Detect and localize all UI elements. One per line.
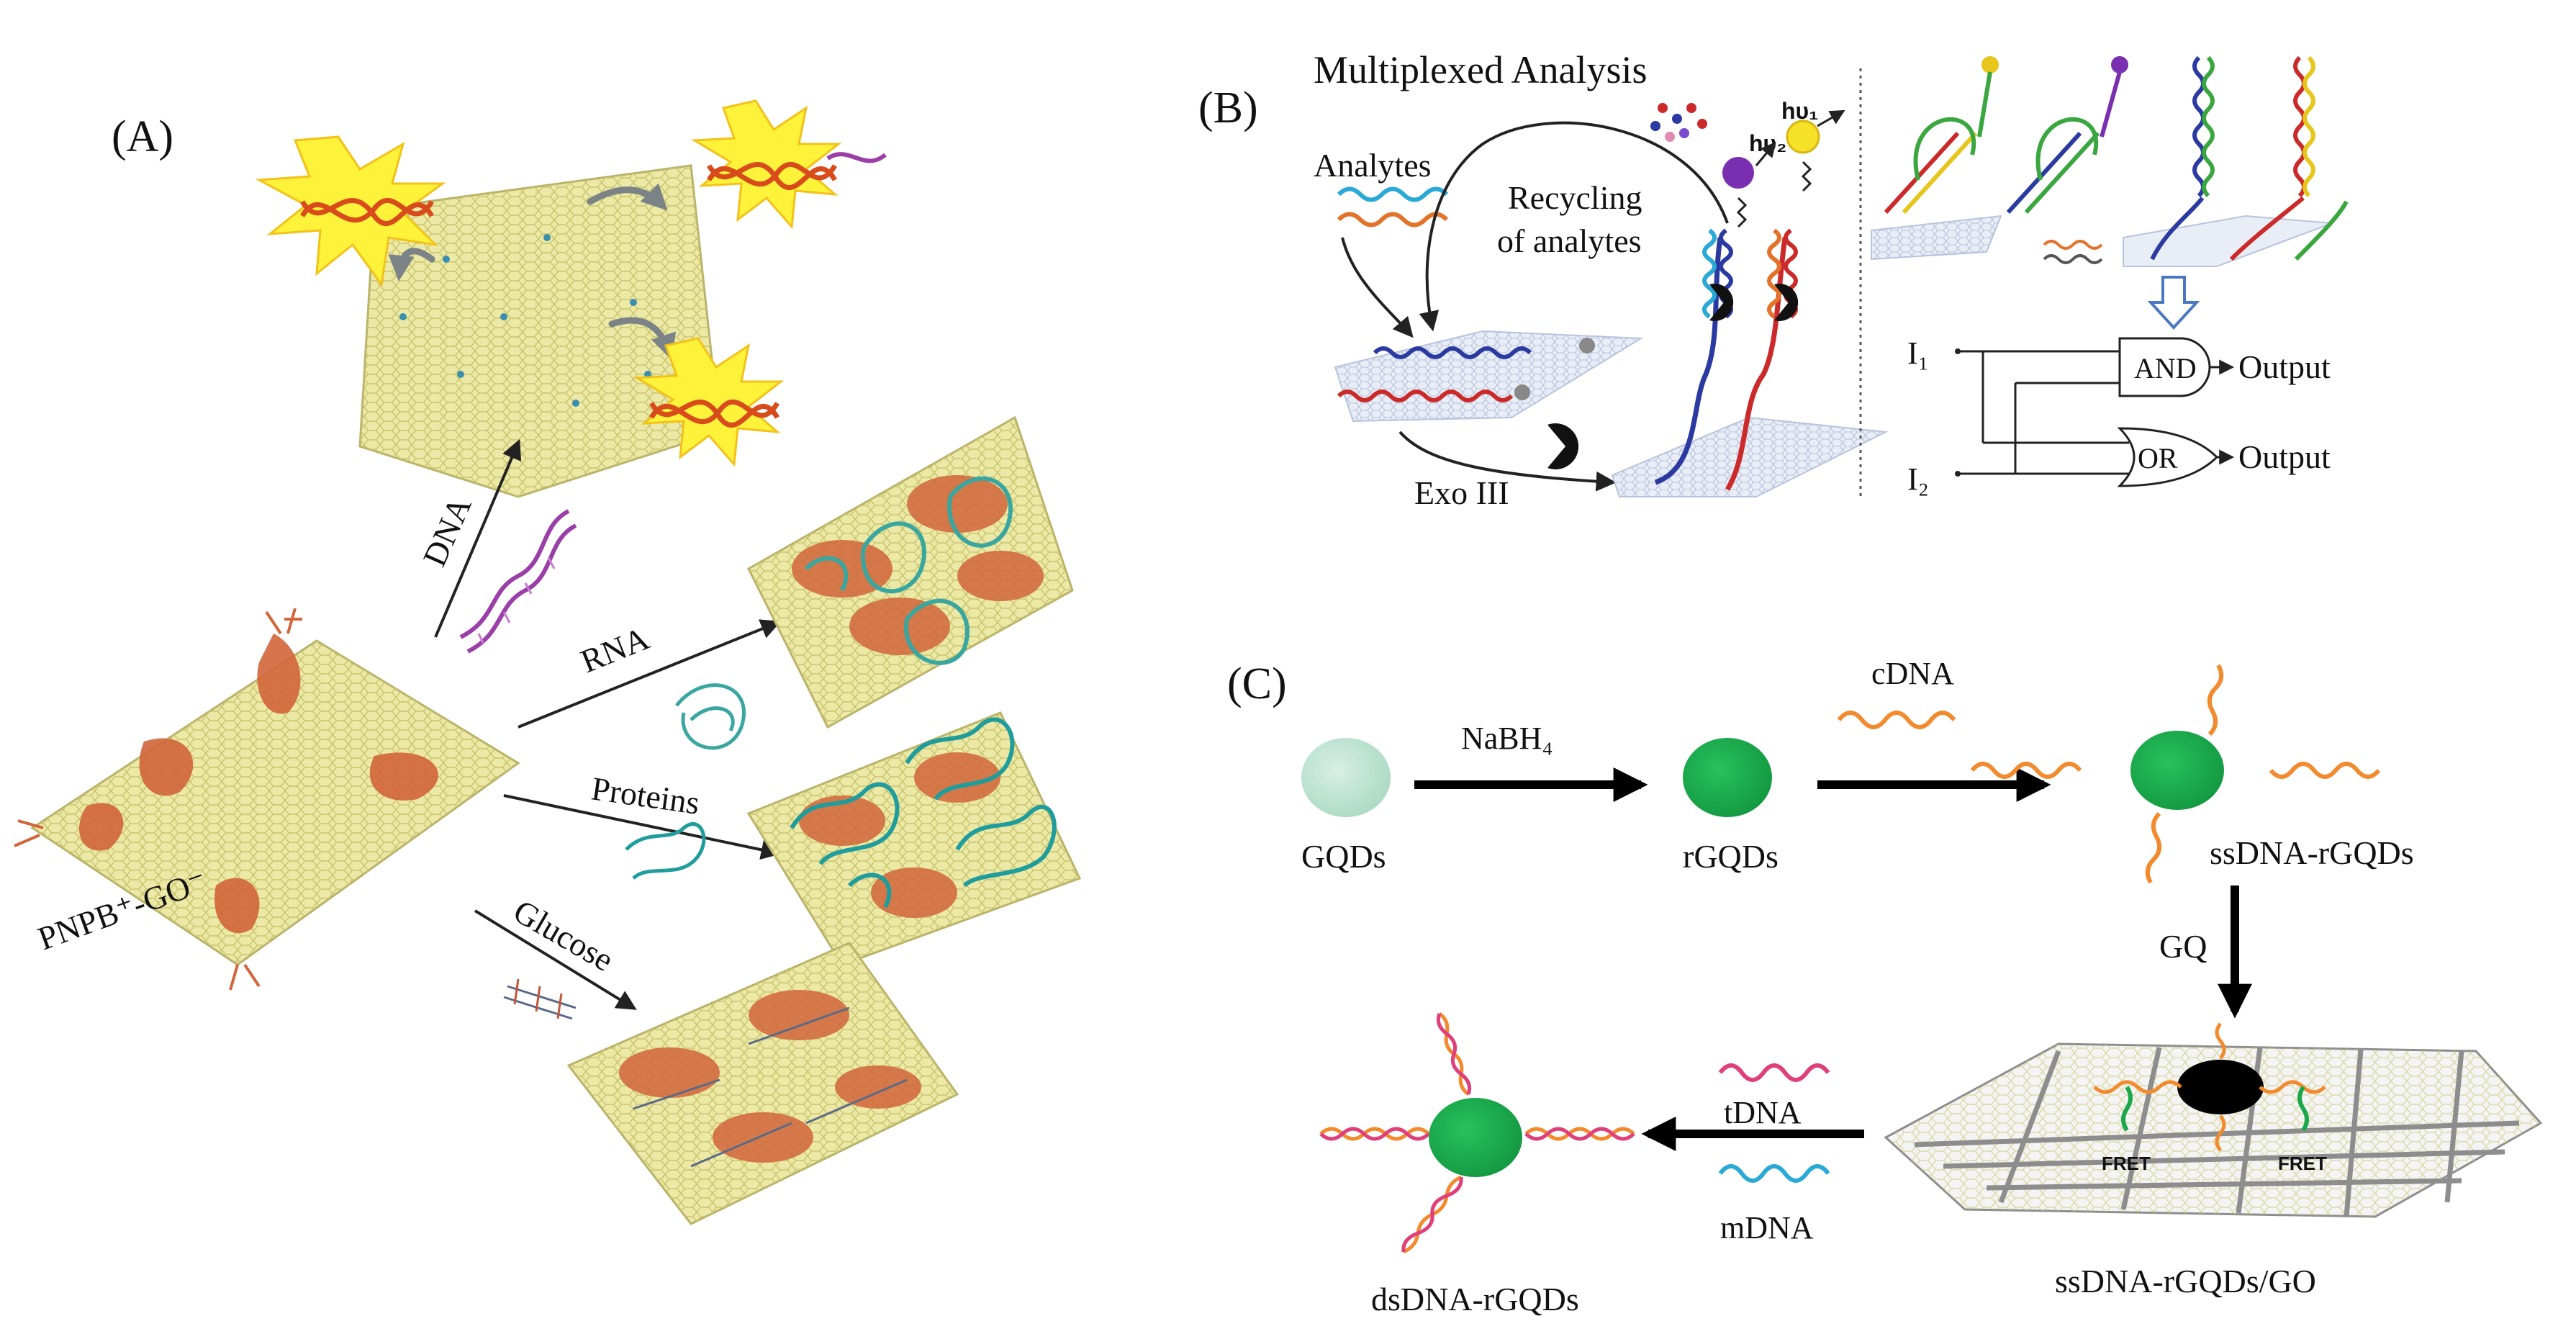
fluorophore-purple [1722,157,1754,189]
glucose-molecule-icon [503,978,577,1020]
tdna-label: tDNA [1724,1095,1802,1130]
dsdna-rgqds-label: dsDNA-rGQDs [1371,1281,1579,1317]
ssdna-rgqds-go-label: ssDNA-rGQDs/GO [2055,1263,2316,1299]
rna-molecule-icon [675,683,746,750]
exo-iii-pacman [1547,423,1579,469]
panel-b: (B) Multiplexed Analysis Analytes Recycl… [1198,48,2349,511]
ssdna-rgqd [1970,664,2381,884]
route-label-proteins: Proteins [589,770,702,821]
i1-node [1955,348,1961,354]
rna-graphene-sheet [747,415,1074,729]
ssdna-rgqds-label: ssDNA-rGQDs [2210,834,2414,871]
hub-graphene-sheet [14,608,520,991]
recycling-label-line2: of analytes [1497,222,1642,259]
gqds-label: GQDs [1301,838,1386,875]
mdna-label: mDNA [1720,1210,1814,1245]
gq-label: GQ [2159,928,2207,965]
analyte-strands [1337,186,1449,227]
hollow-down-arrow [2147,276,2200,330]
dsdna-rgqd [1319,1011,1635,1254]
panel-b-title: Multiplexed Analysis [1314,48,1647,91]
duplex-probes-right [2123,55,2349,267]
fret-label-left: FRET [2102,1153,2151,1174]
and-output-label: Output [2238,348,2331,385]
fret-label-right: FRET [2278,1153,2327,1174]
tdna-strand [1718,1063,1830,1082]
gqd-dot [1301,738,1391,817]
input-i2-label: I₂ [1907,461,1929,497]
target-graphene-sheet [1871,215,2103,264]
or-output-label: Output [2238,438,2331,475]
glucose-graphene-sheet [566,942,959,1225]
or-gate-label: OR [2138,442,2178,474]
nabh4-label: NaBH₄ [1461,721,1553,756]
protein-molecule-icon [625,822,706,880]
protein-graphene-sheet [746,711,1082,966]
rgqd-dot [1683,738,1772,817]
released-nucleotides [1650,103,1707,142]
logic-gates [2117,337,2219,487]
route-arrows [434,438,782,1010]
recycling-label-line1: Recycling [1508,179,1642,216]
input-i1-label: I₁ [1907,335,1929,371]
dna-helix-icon [459,509,577,654]
hv1-label: hυ₁ [1781,98,1818,124]
duplex-graphene-sheet [1611,228,1889,497]
panel-a-label: (A) [112,112,173,161]
logic-wires [1958,350,2235,475]
rgqds-label: rGQDs [1683,838,1779,875]
mdna-strand [1718,1164,1830,1183]
fluorescence-burst-top-right [691,99,887,230]
panel-b-label: (B) [1198,84,1258,132]
fluorophore-yellow [1786,120,1820,154]
release-arrows [388,183,677,361]
hairpin-probes [1884,56,2128,215]
recycling-arrows [1341,121,1729,492]
i2-node [1955,471,1961,477]
panel-c: (C) GQDs NaBH₄ rGQDs cDNA ssDNA-rGQDs GQ [1227,656,2543,1317]
cdna-label: cDNA [1871,656,1954,691]
panel-a: (A) [14,99,1082,1225]
analytes-label: Analytes [1314,147,1432,184]
probe-graphene-sheet [1334,330,1644,423]
exo-iii-label: Exo III [1414,474,1509,511]
panel-c-label: (C) [1227,659,1287,708]
dna-graphene-sheet [358,164,721,498]
emission-arrows [1736,109,1845,228]
route-label-rna: RNA [576,620,654,680]
fluorescence-burst-left [255,135,446,287]
go-sheet [1884,1022,2543,1218]
and-gate-label: AND [2134,352,2197,384]
cdna-strand [1837,711,1956,729]
fluorescence-burst-mid-right [633,337,785,467]
